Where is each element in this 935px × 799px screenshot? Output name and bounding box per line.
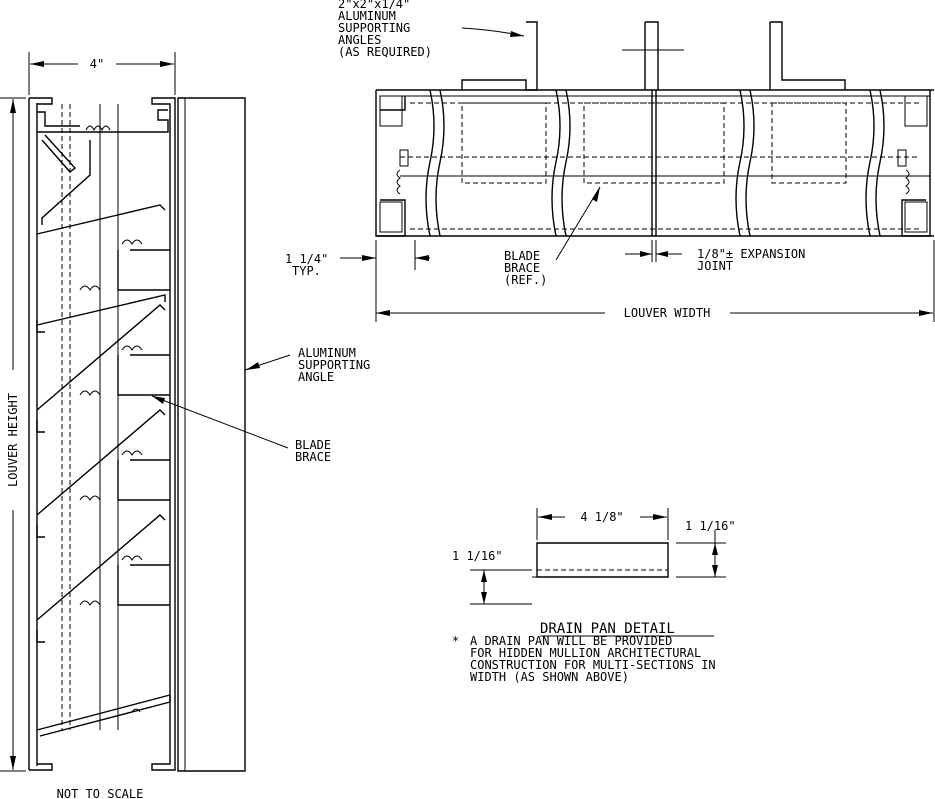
plan-view: 2"x2"x1/4" ALUMINUM SUPPORTING ANGLES (A… (285, 0, 935, 322)
expansion-joint-label-1: 1/8"± EXPANSION (697, 247, 805, 261)
pan-height-label-left: 1 1/16" (452, 549, 503, 563)
pan-height-label-right: 1 1/16" (685, 519, 736, 533)
note-line-4: WIDTH (AS SHOWN ABOVE) (470, 670, 629, 684)
angles-note-line-4: ANGLES (338, 33, 381, 47)
blade-brace-ref-1: BLADE (504, 249, 540, 263)
expansion-joint-label-2: JOINT (697, 259, 733, 273)
angles-note-line-2: ALUMINUM (338, 9, 396, 23)
louver-width-label: LOUVER WIDTH (624, 306, 711, 320)
note-line-2: FOR HIDDEN MULLION ARCHITECTURAL (470, 646, 701, 660)
blade-brace-ref-3: (REF.) (504, 273, 547, 287)
supporting-angle-label-1: ALUMINUM (298, 346, 356, 360)
angles-note-line-5: (AS REQUIRED) (338, 45, 432, 59)
typ-dim-label: 1 1/4" (285, 252, 328, 266)
blade-stack (36, 204, 171, 737)
blade-brace-ref-2: BRACE (504, 261, 540, 275)
not-to-scale-label: NOT TO SCALE (57, 787, 144, 799)
note-line-1: A DRAIN PAN WILL BE PROVIDED (470, 634, 672, 648)
blade-brace-label-1: BLADE (295, 438, 331, 452)
supporting-angle-label-3: ANGLE (298, 370, 334, 384)
section-view: 4" LOUVER HEIGHT (0, 52, 370, 799)
width-dimension-label: 4" (90, 57, 104, 71)
note-bullet: * (452, 634, 459, 648)
angles-note-line-3: SUPPORTING (338, 21, 410, 35)
note-line-3: CONSTRUCTION FOR MULTI-SECTIONS IN (470, 658, 716, 672)
drain-pan-detail: 4 1/8" 1 1/16" 1 1/16" DRAIN PAN DETAIL … (452, 508, 736, 684)
typ-label: TYP. (292, 264, 321, 278)
louver-height-label: LOUVER HEIGHT (6, 393, 20, 487)
drain-pan-title: DRAIN PAN DETAIL (540, 621, 675, 637)
blade-brace-label-2: BRACE (295, 450, 331, 464)
angles-note-line-1: 2"x2"x1/4" (338, 0, 410, 11)
pan-width-label: 4 1/8" (580, 510, 623, 524)
supporting-angle-label-2: SUPPORTING (298, 358, 370, 372)
